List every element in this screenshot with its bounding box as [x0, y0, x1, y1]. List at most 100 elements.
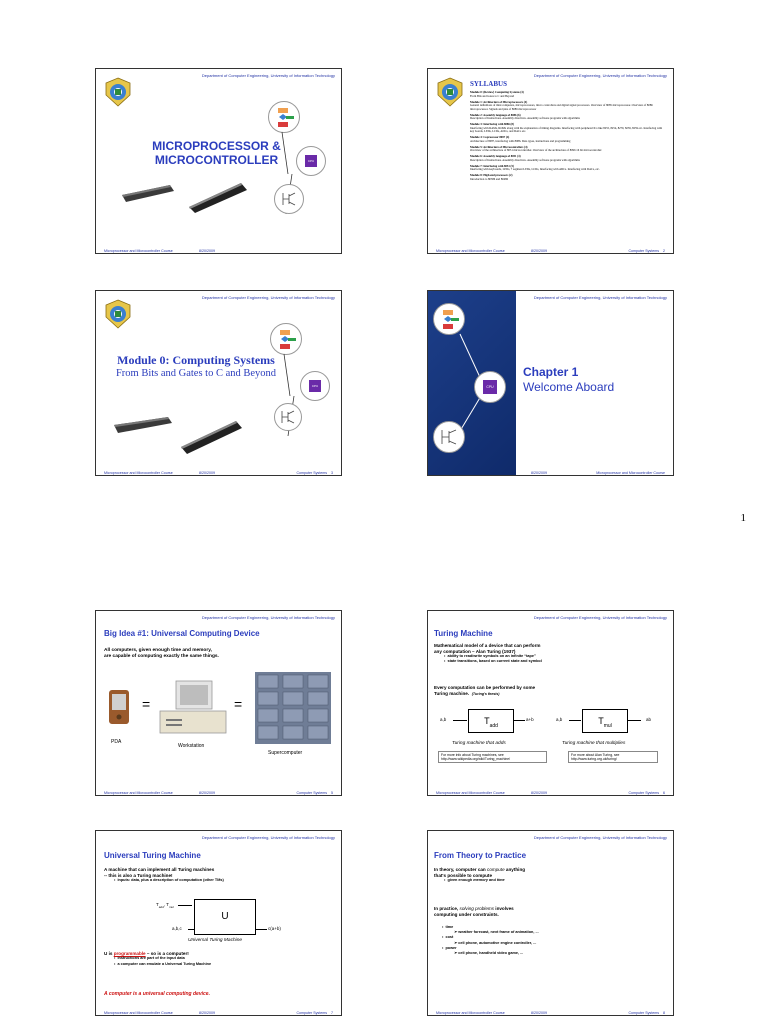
workstation-image: [159, 680, 227, 734]
constraint-label: time: [445, 925, 454, 929]
footer-page: 5: [331, 791, 333, 795]
equals-2: =: [234, 696, 243, 712]
tmul-output: ab: [646, 717, 652, 722]
compute-word: compute: [487, 867, 505, 872]
footer-course: Microprocessor and Microcontroller Cours…: [104, 791, 173, 795]
text-line-4: computing under constraints.: [434, 911, 499, 917]
slide-text: Mathematical model of a device that can …: [434, 643, 542, 664]
slide-8: Department of Computer Engineering, Univ…: [427, 830, 674, 1016]
footer-course: Microprocessor and Microcontroller Cours…: [104, 1011, 173, 1015]
memory-word: memory: [473, 878, 488, 883]
note-link-1[interactable]: http://www.wikipedia.org/wiki/Turing_mac…: [441, 757, 511, 762]
note-link-2[interactable]: http://www.turing.org.uk/turing/: [571, 757, 617, 762]
title-line-1: MICROPROCESSOR &: [152, 139, 281, 153]
cpu-graphic: CPU: [296, 146, 326, 176]
slide-header: Department of Computer Engineering, Univ…: [201, 295, 335, 300]
footer-date: 8/20/2009: [199, 791, 215, 795]
bullet-item: • instructions are part of the input dat…: [114, 956, 185, 961]
item-body: Introduction to 80386 and 80486: [470, 176, 509, 181]
slide-header: Department of Computer Engineering, Univ…: [201, 73, 335, 78]
supercomputer-image: [255, 672, 331, 744]
b1-c: and: [487, 878, 497, 883]
chapter-title: Chapter 1: [523, 365, 579, 379]
cpu-label: CPU: [309, 380, 321, 392]
tmul-sub: mul: [603, 722, 612, 729]
transistor-graphic: [274, 184, 304, 214]
constraint-item: • power: [442, 945, 457, 950]
slide-header: Department of Computer Engineering, Univ…: [201, 615, 335, 620]
item-body: Description of Instructions. Assembly di…: [470, 157, 580, 162]
footer-section: Computer Systems 7: [296, 1011, 333, 1015]
footer-date: 8/20/2009: [531, 249, 547, 253]
item-body: Architecture of 8087, interfacing with 8…: [470, 138, 571, 143]
item-body: Overview of the architecture of 8051 mic…: [470, 148, 602, 152]
utm-caption: Universal Turing Machine: [188, 938, 243, 943]
syllabus-item: Module 5: Architecture of Microcontrolle…: [470, 144, 665, 153]
text-line-2: that's possible to compute: [434, 872, 493, 878]
cpu-graphic: CPU: [474, 371, 506, 403]
syllabus-item: Module 3: Interfacing with 8086 (8)Inter…: [470, 122, 665, 134]
item-body: Interfacing with RAMs, ROMs along with t…: [470, 125, 663, 133]
footer-course: Microprocessor and Microcontroller Cours…: [436, 791, 505, 795]
tmul-arrow-in: [569, 720, 581, 721]
utm-input-1: Tadd, Tmul: [156, 902, 174, 909]
bullet-item: • given enough memory and time: [444, 878, 505, 883]
item-head: Module 6: Assembly language of 8051 (4): [470, 154, 521, 158]
text-line-1: All computers, given enough time and mem…: [104, 648, 212, 653]
slide-text-2: Every computation can be performed by so…: [434, 685, 535, 697]
item-head: Module 4: Coprocessor 8087 (4): [470, 135, 510, 139]
footer-section-label: Computer Systems: [296, 1011, 327, 1015]
constraint-item: • cost: [442, 935, 454, 940]
bullet-item: • ability to read/write symbols on an in…: [444, 654, 536, 659]
syllabus-item: Module 4: Coprocessor 8087 (4)Architectu…: [470, 135, 665, 143]
footer-page: 7: [331, 1011, 333, 1015]
in1-letter: T: [156, 902, 159, 907]
tadd-box: Tadd: [468, 709, 514, 733]
note-line-1: For more info about Turing machines, see: [441, 753, 504, 757]
alan-turing-note: For more about Alan Turing, see http://w…: [568, 751, 658, 764]
bullet-list: • ability to read/write symbols on an in…: [434, 654, 542, 664]
in1-sep: , T: [163, 902, 169, 907]
footer-date: 8/20/2009: [531, 791, 547, 795]
thesis-note: (Turing's thesis): [471, 691, 500, 696]
bullet-item: • state transitions, based on current st…: [444, 659, 542, 664]
text-line-4: Turing machine. (Turing's thesis): [434, 691, 535, 698]
slide-text: All computers, given enough time and mem…: [104, 648, 219, 660]
line3-a: U is: [104, 951, 114, 956]
slide-text: In theory, computer can compute anything…: [434, 867, 525, 884]
utm-input-2: a,b,c: [172, 926, 182, 931]
slide-6: Department of Computer Engineering, Univ…: [427, 610, 674, 796]
constraint-list: • time ➢ weather forecast, next frame of…: [442, 925, 539, 956]
constraint-sub: ➢ cell phone, automotive engine controll…: [454, 940, 537, 945]
slide-title: Universal Turing Machine: [104, 851, 201, 860]
item-head: Module 0: (Review) Computing Systems (4): [470, 90, 524, 94]
syllabus-item: Module 0: (Review) Computing Systems (4)…: [470, 90, 665, 98]
text-line-3: Every computation can be performed by so…: [434, 685, 536, 690]
slide-header: Department of Computer Engineering, Univ…: [201, 835, 335, 840]
slide-7: Department of Computer Engineering, Univ…: [95, 830, 342, 1016]
tadd-letter: T: [484, 716, 490, 726]
footer-date: 8/20/2009: [199, 1011, 215, 1015]
footer-page: 8: [663, 1011, 665, 1015]
slide-header: Department of Computer Engineering, Univ…: [533, 615, 667, 620]
chip-image-1: [122, 185, 174, 202]
text-line-3: U is programmable – so is a computer!: [104, 951, 211, 956]
tmul-arrow-out: [627, 720, 641, 721]
footer-course: Microprocessor and Microcontroller Cours…: [436, 1011, 505, 1015]
slide-5: Department of Computer Engineering, Univ…: [95, 610, 342, 796]
pda-label: PDA: [111, 739, 122, 745]
tmul-box: Tmul: [582, 709, 628, 733]
in1-sub: add: [158, 904, 164, 909]
tmul-letter: T: [598, 716, 604, 726]
footer-date: 8/20/2009: [199, 471, 215, 475]
item-head: Module 5: Architecture of Microcontrolle…: [470, 144, 528, 149]
footer-course: Microprocessor and Microcontroller Cours…: [104, 249, 173, 253]
utm-arrow-out: [255, 929, 267, 930]
text-line-1: A machine that can implement all Turing …: [104, 867, 215, 872]
chip-image-1: [114, 417, 172, 433]
syllabus-item: Module 6: Assembly language of 8051 (4)D…: [470, 154, 665, 162]
item-body: General definitions of mini computers, m…: [470, 103, 653, 111]
slide-title: Big Idea #1: Universal Computing Device: [104, 629, 260, 638]
footer-section-label: Computer Systems: [296, 791, 327, 795]
note-line-2: For more about Alan Turing, see: [571, 753, 620, 757]
